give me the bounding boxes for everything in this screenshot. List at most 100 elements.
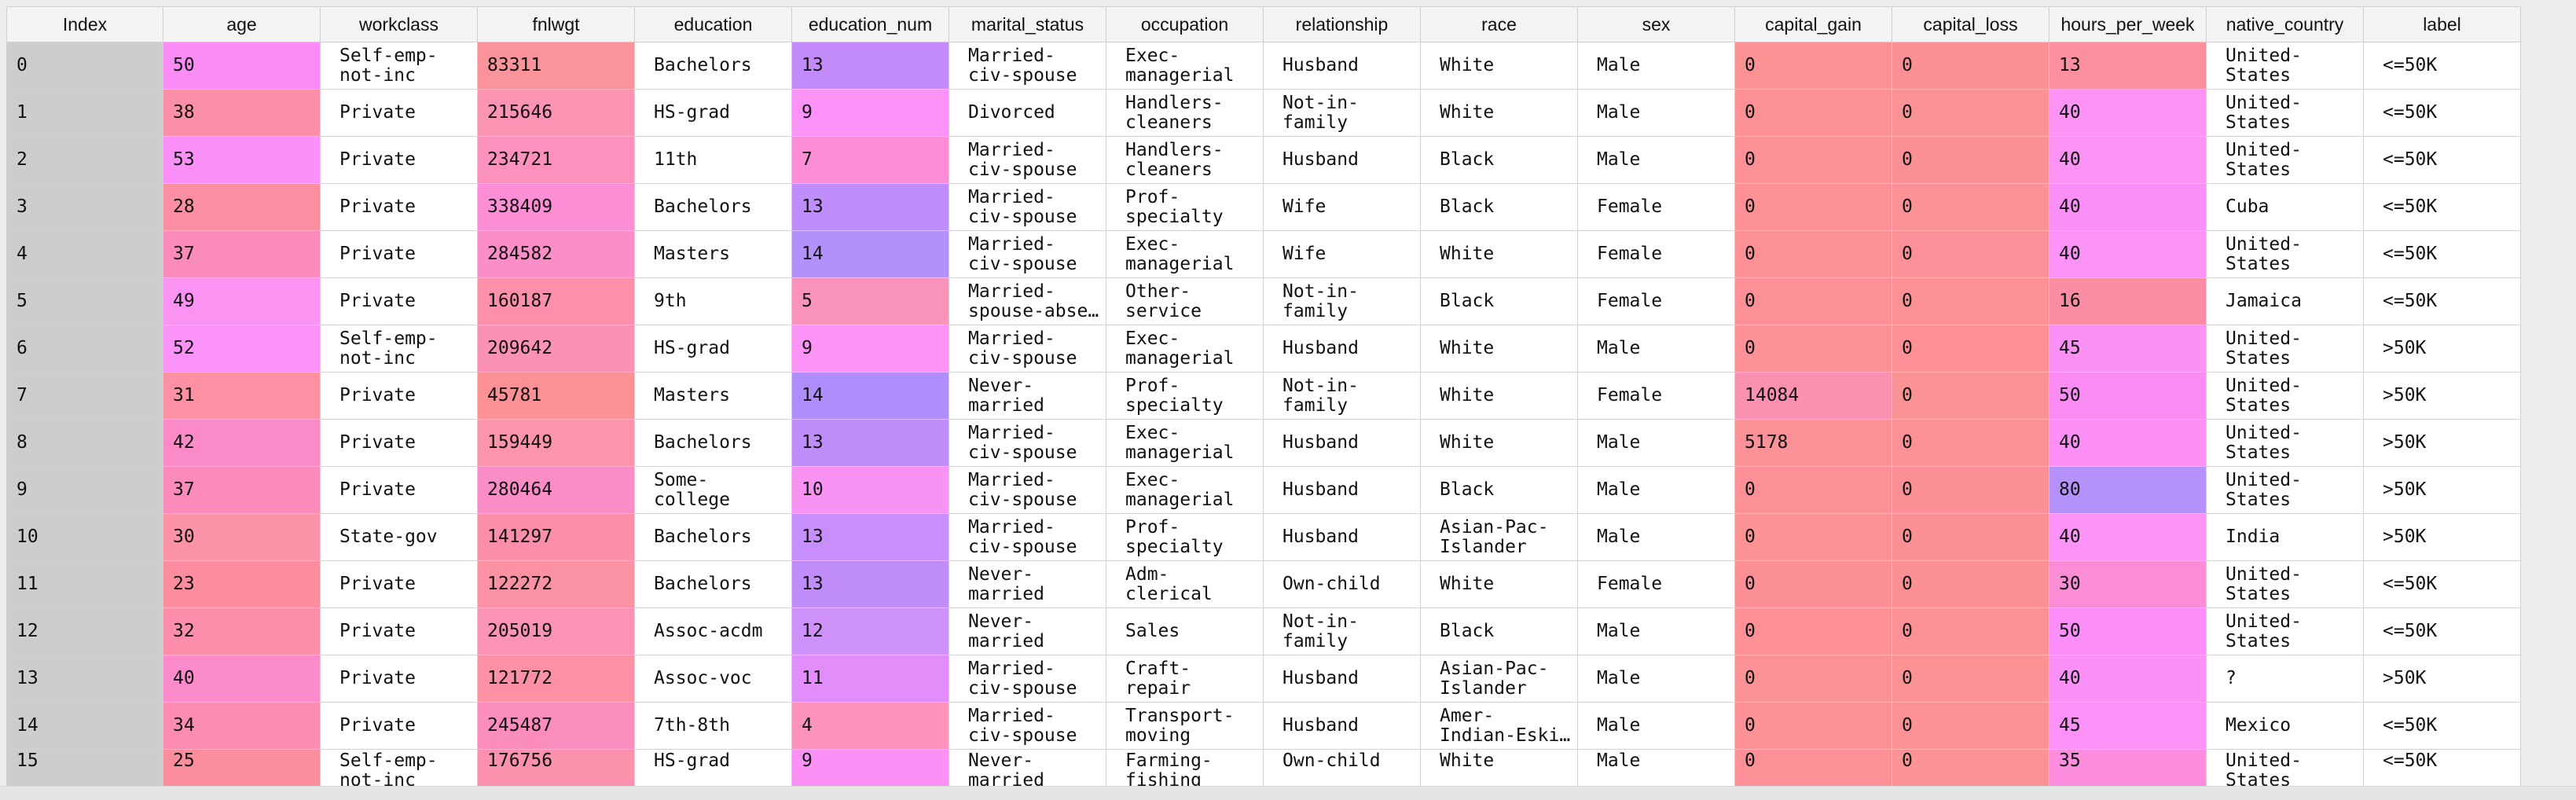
cell-label[interactable]: <=50K (2363, 230, 2521, 278)
cell-workclass[interactable]: State-gov (320, 513, 478, 561)
cell-label[interactable]: <=50K (2363, 607, 2521, 655)
cell-workclass[interactable]: Private (320, 607, 478, 655)
cell-label[interactable]: <=50K (2363, 183, 2521, 231)
cell-age[interactable]: 37 (163, 466, 321, 514)
cell-race[interactable]: Black (1420, 136, 1578, 184)
cell-education-num[interactable]: 4 (791, 702, 949, 750)
cell-marital-status[interactable]: Married- civ-spouse (949, 419, 1106, 467)
cell-hours-per-week[interactable]: 40 (2049, 183, 2207, 231)
cell-relationship[interactable]: Not-in- family (1263, 89, 1421, 137)
cell-capital-loss[interactable]: 0 (1892, 372, 2049, 420)
column-header-index[interactable]: Index (6, 6, 163, 42)
cell-occupation[interactable]: Exec- managerial (1106, 466, 1264, 514)
cell-label[interactable]: >50K (2363, 419, 2521, 467)
cell-relationship[interactable]: Husband (1263, 466, 1421, 514)
cell-capital-gain[interactable]: 0 (1734, 466, 1892, 514)
cell-capital-loss[interactable]: 0 (1892, 136, 2049, 184)
cell-age[interactable]: 53 (163, 136, 321, 184)
cell-occupation[interactable]: Transport- moving (1106, 702, 1264, 750)
cell-capital-loss[interactable]: 0 (1892, 230, 2049, 278)
cell-relationship[interactable]: Husband (1263, 136, 1421, 184)
column-header-relationship[interactable]: relationship (1263, 6, 1421, 42)
cell-capital-loss[interactable]: 0 (1892, 89, 2049, 137)
row-index-cell[interactable]: 8 (6, 419, 163, 467)
column-header-fnlwgt[interactable]: fnlwgt (477, 6, 635, 42)
cell-occupation[interactable]: Handlers- cleaners (1106, 89, 1264, 137)
cell-fnlwgt[interactable]: 215646 (477, 89, 635, 137)
cell-age[interactable]: 34 (163, 702, 321, 750)
cell-race[interactable]: White (1420, 89, 1578, 137)
cell-education-num[interactable]: 13 (791, 419, 949, 467)
cell-capital-gain[interactable]: 0 (1734, 136, 1892, 184)
cell-capital-gain[interactable]: 0 (1734, 230, 1892, 278)
cell-capital-gain[interactable]: 0 (1734, 513, 1892, 561)
cell-race[interactable]: White (1420, 325, 1578, 372)
cell-education[interactable]: Bachelors (634, 42, 792, 90)
cell-relationship[interactable]: Not-in- family (1263, 372, 1421, 420)
cell-fnlwgt[interactable]: 83311 (477, 42, 635, 90)
cell-marital-status[interactable]: Divorced (949, 89, 1106, 137)
cell-education[interactable]: Bachelors (634, 513, 792, 561)
cell-native-country[interactable]: United- States (2206, 607, 2364, 655)
cell-fnlwgt[interactable]: 159449 (477, 419, 635, 467)
cell-native-country[interactable]: Cuba (2206, 183, 2364, 231)
cell-fnlwgt[interactable]: 205019 (477, 607, 635, 655)
cell-capital-gain[interactable]: 0 (1734, 655, 1892, 703)
row-index-cell[interactable]: 11 (6, 560, 163, 608)
cell-race[interactable]: Black (1420, 466, 1578, 514)
cell-race[interactable]: White (1420, 419, 1578, 467)
cell-capital-loss[interactable]: 0 (1892, 419, 2049, 467)
cell-relationship[interactable]: Husband (1263, 702, 1421, 750)
column-header-education-num[interactable]: education_num (791, 6, 949, 42)
cell-relationship[interactable]: Husband (1263, 419, 1421, 467)
cell-education-num[interactable]: 13 (791, 183, 949, 231)
cell-occupation[interactable]: Prof- specialty (1106, 513, 1264, 561)
cell-capital-loss[interactable]: 0 (1892, 702, 2049, 750)
row-index-cell[interactable]: 7 (6, 372, 163, 420)
column-header-race[interactable]: race (1420, 6, 1578, 42)
cell-age[interactable]: 52 (163, 325, 321, 372)
cell-education[interactable]: Assoc-voc (634, 655, 792, 703)
cell-race[interactable]: Black (1420, 277, 1578, 325)
cell-marital-status[interactable]: Married- civ-spouse (949, 513, 1106, 561)
cell-race[interactable]: Amer- Indian-Eski… (1420, 702, 1578, 750)
cell-education-num[interactable]: 7 (791, 136, 949, 184)
cell-workclass[interactable]: Private (320, 372, 478, 420)
cell-marital-status[interactable]: Married- civ-spouse (949, 325, 1106, 372)
cell-capital-gain[interactable]: 0 (1734, 183, 1892, 231)
cell-age[interactable]: 37 (163, 230, 321, 278)
cell-fnlwgt[interactable]: 122272 (477, 560, 635, 608)
cell-fnlwgt[interactable]: 338409 (477, 183, 635, 231)
cell-age[interactable]: 31 (163, 372, 321, 420)
cell-capital-loss[interactable]: 0 (1892, 183, 2049, 231)
cell-native-country[interactable]: United- States (2206, 325, 2364, 372)
cell-sex[interactable]: Male (1577, 655, 1735, 703)
cell-education-num[interactable]: 10 (791, 466, 949, 514)
cell-label[interactable]: <=50K (2363, 702, 2521, 750)
cell-occupation[interactable]: Exec- managerial (1106, 419, 1264, 467)
cell-hours-per-week[interactable]: 16 (2049, 277, 2207, 325)
cell-education[interactable]: 9th (634, 277, 792, 325)
cell-sex[interactable]: Female (1577, 372, 1735, 420)
cell-occupation[interactable]: Exec- managerial (1106, 325, 1264, 372)
cell-sex[interactable]: Male (1577, 42, 1735, 90)
cell-native-country[interactable]: United- States (2206, 466, 2364, 514)
row-index-cell[interactable]: 14 (6, 702, 163, 750)
column-header-hours-per-week[interactable]: hours_per_week (2049, 6, 2207, 42)
cell-workclass[interactable]: Private (320, 277, 478, 325)
cell-relationship[interactable]: Husband (1263, 513, 1421, 561)
cell-marital-status[interactable]: Married- civ-spouse (949, 136, 1106, 184)
cell-marital-status[interactable]: Married- spouse-abse… (949, 277, 1106, 325)
cell-hours-per-week[interactable]: 40 (2049, 655, 2207, 703)
cell-label[interactable]: <=50K (2363, 277, 2521, 325)
cell-sex[interactable]: Male (1577, 607, 1735, 655)
cell-capital-gain[interactable]: 14084 (1734, 372, 1892, 420)
cell-capital-loss[interactable]: 0 (1892, 655, 2049, 703)
row-index-cell[interactable]: 10 (6, 513, 163, 561)
